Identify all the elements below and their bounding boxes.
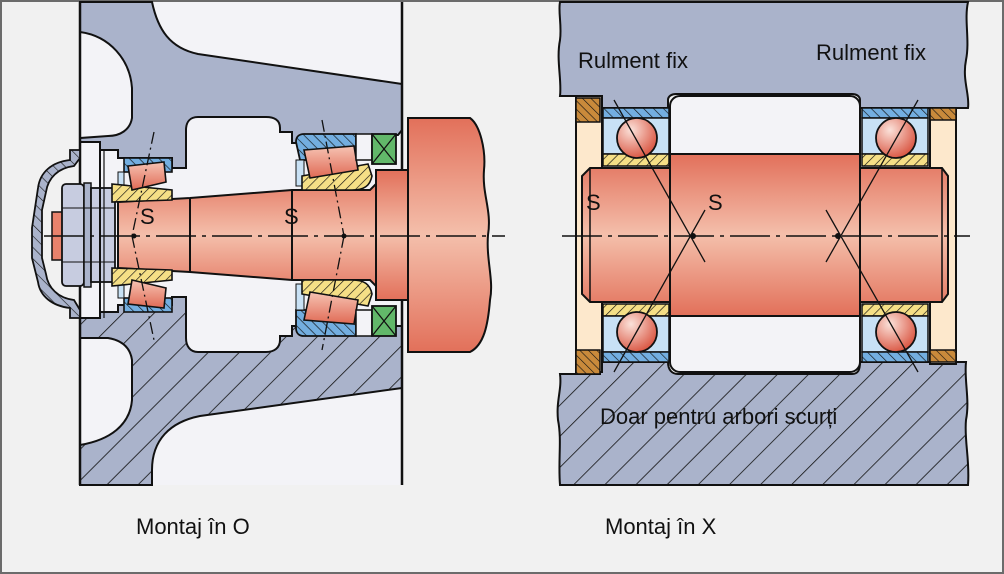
pressure-lines-x [613,99,919,373]
pressure-center-point [835,233,841,239]
ball-bearing-right [861,107,929,363]
tapered-bearing-left [111,157,173,313]
caption-x-arrangement: Montaj în X [605,514,717,539]
pressure-lines-o [131,119,345,351]
upper-housing [557,0,970,109]
center-marker-s: S [140,204,155,229]
center-marker-s: S [284,204,299,229]
shaft-seal [371,133,397,337]
center-marker-s: S [708,190,723,215]
note-short-shafts: Doar pentru arbori scurți [600,404,837,429]
lower-housing-section [556,361,970,486]
shaft-flange [407,117,493,353]
label-fixed-bearing-right: Rulment fix [816,40,926,65]
lower-housing-section [79,296,403,486]
end-cap [31,149,81,319]
ball-bearing-left [602,107,670,363]
shaft [581,153,949,317]
center-marker-s: S [586,190,601,215]
left-panel-o-arrangement: S S Montaj în O [31,1,505,539]
right-panel-x-arrangement: S S Rulment fix Rulment fix Doar pentru … [556,0,970,539]
upper-housing [79,1,403,169]
locknut-assembly [51,150,116,318]
label-fixed-bearing-left: Rulment fix [578,48,688,73]
caption-o-arrangement: Montaj în O [136,514,250,539]
tapered-bearing-right [295,133,373,337]
